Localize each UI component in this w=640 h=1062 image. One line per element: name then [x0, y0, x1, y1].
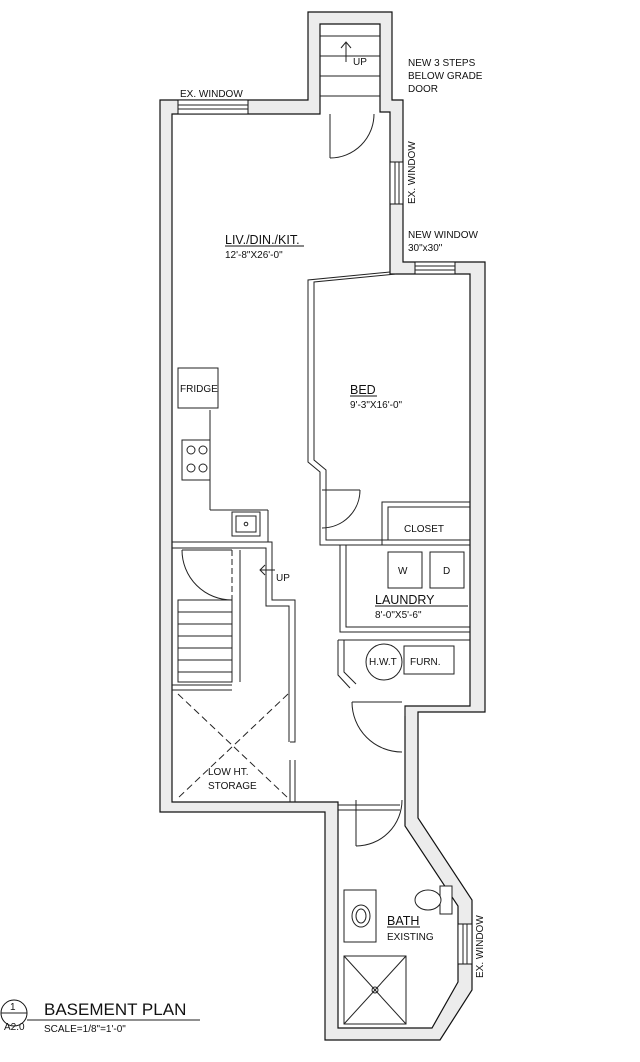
drawing-scale: SCALE=1/8"=1'-0"	[44, 1024, 126, 1035]
bedroom-wall	[307, 271, 470, 546]
label-up-main: UP	[276, 573, 290, 584]
bath-sink	[343, 889, 377, 943]
washer	[387, 551, 423, 589]
label-fridge: FRIDGE	[180, 384, 218, 395]
ex-window-top	[177, 99, 249, 115]
room-size-bed: 9'-3"X16'-0"	[350, 400, 403, 411]
label-new-steps-1: NEW 3 STEPS	[408, 58, 476, 69]
closet-wall	[381, 501, 470, 545]
ex-window-right	[389, 161, 404, 205]
room-name-laundry: LAUNDRY	[375, 593, 435, 607]
toilet	[414, 885, 453, 915]
ex-window-bath	[457, 923, 473, 965]
label-furnace: FURN.	[410, 657, 441, 668]
dryer	[429, 551, 465, 589]
label-dryer: D	[443, 566, 450, 577]
drawing-title: BASEMENT PLAN	[44, 1000, 186, 1019]
label-ex-window-top: EX. WINDOW	[180, 89, 243, 100]
new-window	[414, 261, 456, 275]
hot-water-tank	[365, 643, 403, 681]
stair-wall	[172, 541, 296, 743]
label-up-top: UP	[353, 57, 367, 68]
interior-stair	[177, 550, 275, 683]
label-new-window-2: 30"x30"	[408, 243, 443, 254]
exterior-steps	[320, 35, 380, 97]
mechanical-wall	[337, 640, 351, 689]
sheet-number: A2.0	[4, 1022, 25, 1033]
stove	[181, 439, 211, 481]
detail-number: 1	[10, 1002, 16, 1013]
low-height-storage-x	[177, 693, 289, 799]
kitchen-sink	[231, 511, 261, 537]
label-storage-1: LOW HT.	[208, 767, 249, 778]
fridge	[177, 367, 219, 409]
furnace	[403, 645, 455, 675]
room-name-living: LIV./DIN./KIT.	[225, 233, 300, 247]
label-storage-2: STORAGE	[208, 781, 257, 792]
room-name-bath: BATH	[387, 914, 419, 928]
label-new-steps-2: BELOW GRADE	[408, 71, 483, 82]
room-name-bed: BED	[350, 383, 376, 397]
title-block	[0, 999, 200, 1027]
room-size-living: 12'-8"X26'-0"	[225, 250, 283, 261]
exterior-wall	[159, 11, 486, 1041]
room-note-bath: EXISTING	[387, 932, 434, 943]
laundry-wall	[339, 545, 470, 633]
label-new-steps-3: DOOR	[408, 84, 438, 95]
label-new-window-1: NEW WINDOW	[408, 230, 479, 241]
label-ex-window-right: EX. WINDOW	[407, 141, 418, 204]
label-ex-window-bath: EX. WINDOW	[475, 915, 486, 978]
label-hwt: H.W.T	[369, 657, 397, 668]
label-washer: W	[398, 566, 408, 577]
room-size-laundry: 8'-0"X5'-6"	[375, 610, 422, 621]
shower	[343, 955, 407, 1025]
label-closet: CLOSET	[404, 524, 444, 535]
